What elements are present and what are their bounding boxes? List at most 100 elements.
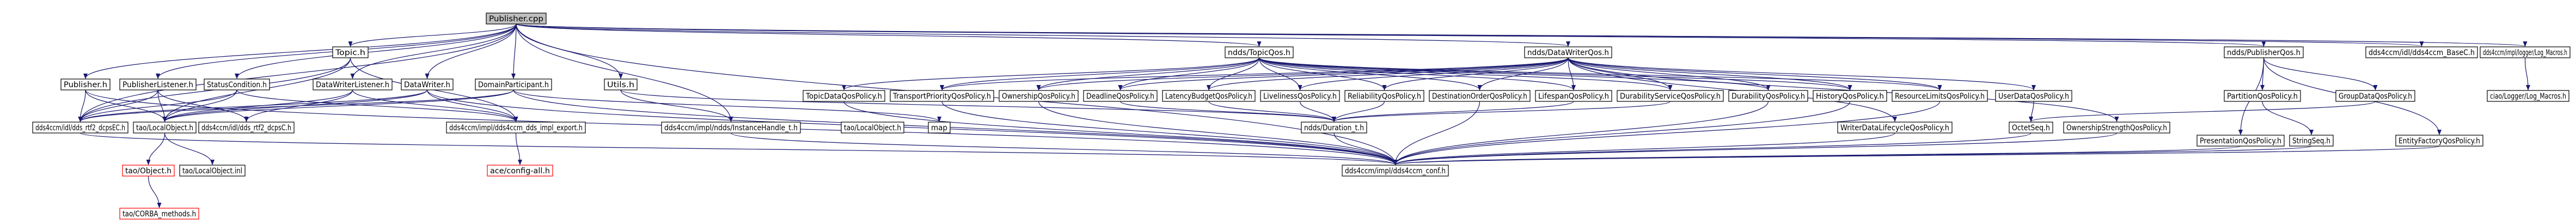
node-topic-h[interactable]: Topic.h xyxy=(332,46,369,58)
node-datawriter-h[interactable]: DataWriter.h xyxy=(401,78,454,90)
node-publisherlistener-h[interactable]: PublisherListener.h xyxy=(119,78,197,90)
node-octetseq-h[interactable]: OctetSeq.h xyxy=(2009,122,2053,134)
node-writerlifecycle-h[interactable]: WriterDataLifecycleQosPolicy.h xyxy=(1837,122,1953,134)
include-edge xyxy=(516,23,733,122)
node-taolocalobject-h2[interactable]: tao/LocalObject.h xyxy=(841,122,904,134)
node-latencyqos-h[interactable]: LatencyBudgetQosPolicy.h xyxy=(1162,90,1256,102)
include-edge xyxy=(1393,146,2312,165)
node-ownershipqos-h[interactable]: OwnershipQosPolicy.h xyxy=(999,90,1079,102)
node-destorderqos-h[interactable]: DestinationOrderQosPolicy.h xyxy=(1429,90,1531,102)
node-label: EntityFactoryQosPolicy.h xyxy=(2398,137,2480,146)
include-edge xyxy=(78,89,237,122)
node-label: LatencyBudgetQosPolicy.h xyxy=(1165,92,1252,101)
node-historyqos-h[interactable]: HistoryQosPolicy.h xyxy=(1813,90,1887,102)
node-statuscondition-h[interactable]: StatusCondition.h xyxy=(204,78,270,90)
node-box xyxy=(204,78,270,90)
node-durabilityqos-h[interactable]: DurabilityQosPolicy.h xyxy=(1728,90,1808,102)
node-label: PartitionQosPolicy.h xyxy=(2227,92,2298,101)
node-label: ciao/Logger/Log_Macros.h xyxy=(2490,92,2566,101)
include-edge xyxy=(1393,101,1769,165)
include-edge xyxy=(1568,57,1942,90)
node-box xyxy=(1083,90,1158,102)
node-label: ReliabilityQosPolicy.h xyxy=(1348,92,1421,101)
node-duration-h[interactable]: ndds/Duration_t.h xyxy=(1301,122,1367,134)
node-taolocalobjectinl[interactable]: tao/LocalObject.inl xyxy=(179,165,246,177)
node-datawriterqos-h[interactable]: ndds/DataWriterQos.h xyxy=(1524,46,1612,58)
include-edge xyxy=(78,23,517,122)
include-edge xyxy=(1258,57,1852,90)
node-partitionqos-h[interactable]: PartitionQosPolicy.h xyxy=(2224,90,2301,102)
node-entityfactory-h[interactable]: EntityFactoryQosPolicy.h xyxy=(2395,135,2483,147)
node-box xyxy=(1225,46,1294,58)
node-basec-h[interactable]: dds4ccm/idl/dds4ccm_BaseC.h xyxy=(2365,46,2478,58)
node-box xyxy=(928,122,951,134)
node-datawriterlistener-h[interactable]: DataWriterListener.h xyxy=(313,78,393,90)
include-edge xyxy=(1333,132,1398,165)
node-ddsrtic2-h[interactable]: dds4ccm/idl/dds_rtf2_dcpsC.h xyxy=(198,122,295,134)
include-edge xyxy=(1258,57,1576,90)
node-map[interactable]: map xyxy=(928,122,951,134)
include-edge xyxy=(352,89,518,122)
node-livelinessqos-h[interactable]: LivelinessQosPolicy.h xyxy=(1260,90,1340,102)
node-label: tao/Object.h xyxy=(125,167,172,175)
node-resourcelimitsqos-h[interactable]: ResourceLimitsQosPolicy.h xyxy=(1892,90,1988,102)
include-edge xyxy=(515,132,522,165)
node-aceconfigall-h[interactable]: ace/config-all.h xyxy=(487,165,553,177)
include-edge xyxy=(940,57,1569,90)
node-label: ndds/DataWriterQos.h xyxy=(1527,49,1609,57)
node-durabilityserviceqos-h[interactable]: DurabilityServiceQosPolicy.h xyxy=(1617,90,1724,102)
include-edge xyxy=(1568,57,1852,90)
node-box xyxy=(179,165,246,177)
node-reliabilityqos-h[interactable]: ReliabilityQosPolicy.h xyxy=(1344,90,1424,102)
include-edge xyxy=(164,132,215,165)
node-utils-h[interactable]: Utils.h xyxy=(604,78,638,90)
node-label: dds4ccm/idl/dds_rtf2_dcpsC.h xyxy=(201,124,291,132)
node-topicdataqos-h[interactable]: TopicDataQosPolicy.h xyxy=(803,90,885,102)
node-label: ndds/Duration_t.h xyxy=(1304,124,1364,132)
include-edge xyxy=(516,23,1570,47)
node-label: Publisher.h xyxy=(64,81,107,89)
node-ownershipstrength-h[interactable]: OwnershipStrengthQosPolicy.h xyxy=(2063,122,2170,134)
node-label: dds4ccm/impl/dds4ccm_conf.h xyxy=(1345,167,1446,175)
node-box xyxy=(1995,90,2072,102)
node-groupdataqos-h[interactable]: GroupDataQosPolicy.h xyxy=(2335,90,2415,102)
node-ciaologmacros-h[interactable]: ciao/Logger/Log_Macros.h xyxy=(2487,90,2569,102)
node-topicqos-h[interactable]: ndds/TopicQos.h xyxy=(1225,46,1294,58)
node-userdataqos-h[interactable]: UserDataQosPolicy.h xyxy=(1995,90,2072,102)
node-conf-h[interactable]: dds4ccm/impl/dds4ccm_conf.h xyxy=(1342,165,1449,177)
node-domainparticipant-h[interactable]: DomainParticipant.h xyxy=(475,78,552,90)
node-box xyxy=(890,90,994,102)
node-publisher-h[interactable]: Publisher.h xyxy=(60,78,111,90)
node-ddsrtic-h[interactable]: dds4ccm/idl/dds_rtf2_dcpsEC.h xyxy=(32,122,129,134)
node-label: tao/LocalObject.h xyxy=(136,124,193,132)
include-edge xyxy=(78,89,158,122)
node-instancehandle-h[interactable]: dds4ccm/impl/ndds/InstanceHandle_t.h xyxy=(661,122,801,134)
node-box xyxy=(486,13,547,25)
node-deadlineqos-h[interactable]: DeadlineQosPolicy.h xyxy=(1083,90,1158,102)
node-transportprio-h[interactable]: TransportPriorityQosPolicy.h xyxy=(890,90,994,102)
node-taoobject-h[interactable]: tao/Object.h xyxy=(122,165,175,177)
node-publisherqos-h[interactable]: ndds/PublisherQos.h xyxy=(2224,46,2304,58)
include-edge xyxy=(1393,132,1895,165)
node-box xyxy=(2196,135,2285,147)
node-datasimpl-h[interactable]: dds4ccm/impl/dds4ccm_dds_impl_export.h xyxy=(446,122,586,134)
node-taocorba-h[interactable]: tao/CORBA_methods.h xyxy=(119,208,199,220)
node-box xyxy=(2289,135,2334,147)
node-stringseq-h[interactable]: StringSeq.h xyxy=(2289,135,2334,147)
node-box xyxy=(803,90,885,102)
node-presentationqos-h[interactable]: PresentationQosPolicy.h xyxy=(2196,135,2285,147)
node-box xyxy=(119,78,197,90)
node-label: dds4ccm/impl/ndds/InstanceHandle_t.h xyxy=(664,124,798,132)
node-box xyxy=(2009,122,2053,134)
include-edge xyxy=(1568,57,2036,90)
node-label: DeadlineQosPolicy.h xyxy=(1086,92,1154,101)
node-taolocalobject-h[interactable]: tao/LocalObject.h xyxy=(133,122,197,134)
node-label: LifespanQosPolicy.h xyxy=(1538,92,1609,101)
node-logmacros-h[interactable]: dds4ccm/impl/logger/Log_Macros.h xyxy=(2480,46,2571,58)
include-edge xyxy=(1332,101,1671,122)
node-lifespanqos-h[interactable]: LifespanQosPolicy.h xyxy=(1535,90,1612,102)
node-box xyxy=(119,208,199,220)
node-box xyxy=(313,78,393,90)
node-box xyxy=(1728,90,1808,102)
